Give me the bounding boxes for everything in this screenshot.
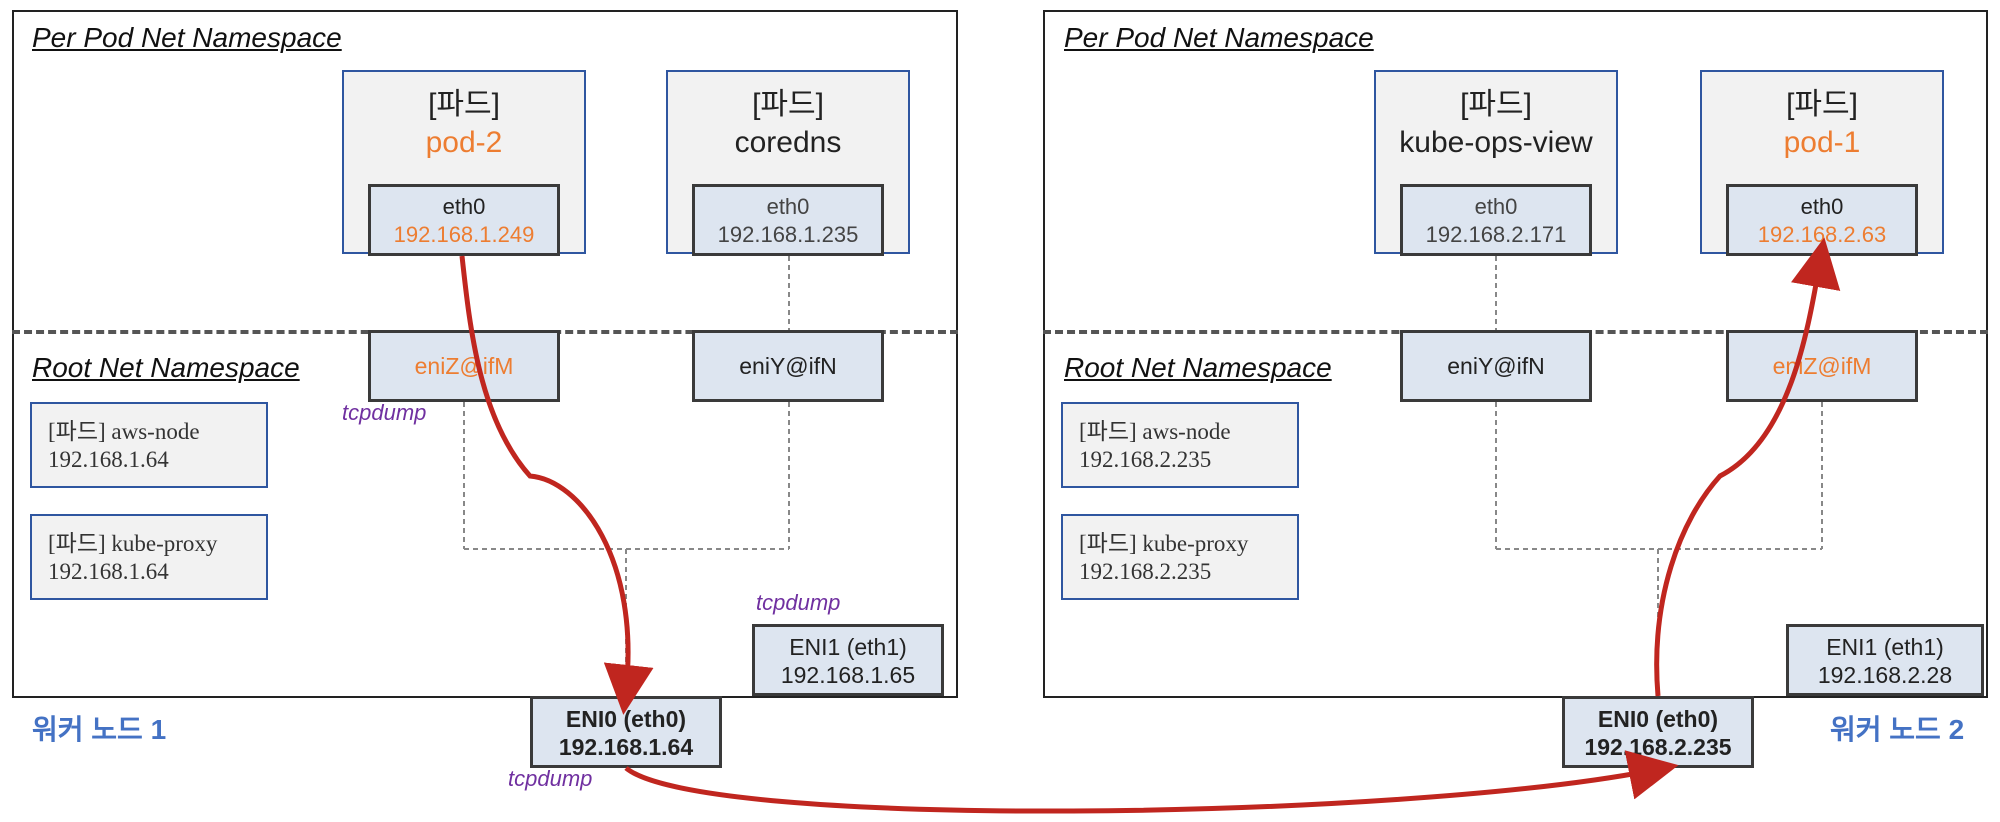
per-pod-ns-header-node-2: Per Pod Net Namespace: [1064, 22, 1374, 53]
eni1-node-1: ENI1 (eth1) 192.168.1.65: [752, 624, 944, 696]
pod-tag: [파드]: [752, 88, 824, 121]
system-pod-label: [파드] kube-proxy: [1079, 531, 1249, 556]
eni-ip: 192.168.1.64: [558, 734, 694, 760]
system-pod-label: [파드] aws-node: [1079, 419, 1231, 444]
veth-eniY-node-1: eniY@ifN: [692, 330, 884, 402]
eth-name: eth0: [1800, 194, 1844, 219]
system-pod-ip: 192.168.1.64: [48, 559, 169, 584]
pod-name: coredns: [734, 126, 842, 159]
eth-ip: 192.168.1.235: [717, 222, 859, 247]
veth-label: eniZ@ifM: [1772, 353, 1872, 379]
pod-name: pod-1: [1783, 126, 1861, 159]
kube-proxy-pod-node-1: [파드] kube-proxy 192.168.1.64: [30, 514, 268, 600]
eni-name: ENI0 (eth0): [1597, 706, 1719, 732]
pod-2-eth0: eth0 192.168.1.249: [368, 184, 560, 256]
kube-proxy-pod-node-2: [파드] kube-proxy 192.168.2.235: [1061, 514, 1299, 600]
coredns-eth0: eth0 192.168.1.235: [692, 184, 884, 256]
veth-eniZ-node-2: eniZ@ifM: [1726, 330, 1918, 402]
tcpdump-label-eni0: tcpdump: [508, 766, 593, 791]
root-ns-header-node-2: Root Net Namespace: [1064, 352, 1332, 383]
eni-ip: 192.168.1.65: [780, 662, 916, 688]
pod-tag: [파드]: [428, 88, 500, 121]
eni-name: ENI1 (eth1): [789, 634, 907, 660]
eth-name: eth0: [442, 194, 486, 219]
pod-name: kube-ops-view: [1399, 126, 1593, 159]
root-ns-header-node-1: Root Net Namespace: [32, 352, 300, 383]
aws-node-pod-node-2: [파드] aws-node 192.168.2.235: [1061, 402, 1299, 488]
veth-eniZ-node-1: eniZ@ifM: [368, 330, 560, 402]
eth-ip: 192.168.1.249: [393, 222, 535, 247]
system-pod-label: [파드] aws-node: [48, 419, 200, 444]
eth-ip: 192.168.2.171: [1425, 222, 1567, 247]
eni0-node-2: ENI0 (eth0) 192.168.2.235: [1562, 696, 1754, 768]
veth-label: eniY@ifN: [1447, 353, 1545, 379]
aws-node-pod-node-1: [파드] aws-node 192.168.1.64: [30, 402, 268, 488]
traffic-arrow-eni0-to-eni0: [624, 750, 1679, 814]
veth-eniY-node-2: eniY@ifN: [1400, 330, 1592, 402]
veth-label: eniY@ifN: [739, 353, 837, 379]
traffic-arrow-eni0-to-pod1: [1654, 237, 1841, 697]
system-pod-ip: 192.168.2.235: [1079, 447, 1212, 472]
traffic-arrow-pod2-to-eni0: [459, 255, 654, 715]
kube-ops-view-eth0: eth0 192.168.2.171: [1400, 184, 1592, 256]
tcpdump-label-eni1: tcpdump: [756, 590, 841, 615]
pod-name: pod-2: [425, 126, 503, 159]
pod-tag: [파드]: [1786, 88, 1858, 121]
per-pod-ns-header-node-1: Per Pod Net Namespace: [32, 22, 342, 53]
eni-ip: 192.168.2.28: [1817, 662, 1953, 688]
system-pod-ip: 192.168.1.64: [48, 447, 169, 472]
worker-node-1-label: 워커 노드 1: [32, 714, 167, 745]
eth-name: eth0: [1474, 194, 1518, 219]
system-pod-label: [파드] kube-proxy: [48, 531, 218, 556]
worker-node-2-label: 워커 노드 2: [1830, 714, 1965, 745]
eni-name: ENI1 (eth1): [1826, 634, 1944, 660]
system-pod-ip: 192.168.2.235: [1079, 559, 1212, 584]
eni1-node-2: ENI1 (eth1) 192.168.2.28: [1786, 624, 1984, 696]
pod-tag: [파드]: [1460, 88, 1532, 121]
veth-label: eniZ@ifM: [414, 353, 514, 379]
eth-name: eth0: [766, 194, 810, 219]
tcpdump-label-veth: tcpdump: [342, 400, 427, 425]
